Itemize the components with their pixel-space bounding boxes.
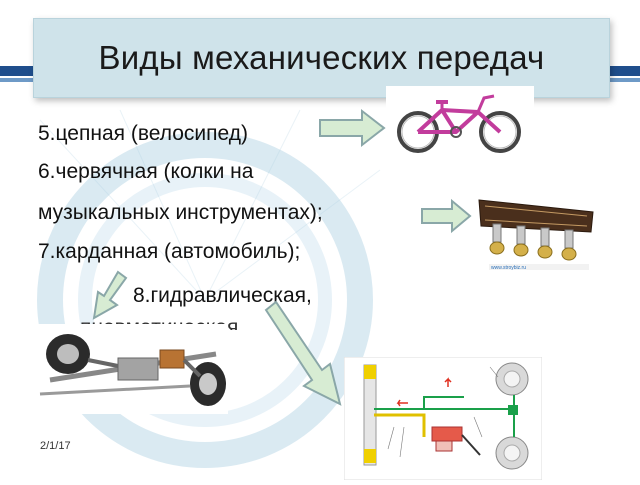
arrow-to-pegs-icon [421, 198, 472, 234]
tuning-pegs-image: www.stroybiz.ru [475, 186, 603, 272]
line-chain: 5.цепная (велосипед) [38, 122, 248, 145]
slide-date: 2/1/17 [40, 440, 71, 452]
line-hydraulic: 8.гидравлическая, [133, 284, 312, 307]
line-worm-cont: музыкальных инструментах); [38, 201, 323, 224]
bicycle-image [386, 86, 534, 158]
svg-text:www.stroybiz.ru: www.stroybiz.ru [491, 265, 526, 271]
car-chassis-image [30, 324, 228, 414]
arrow-to-bicycle-icon [319, 108, 386, 148]
line-cardan: 7.карданная (автомобиль); [38, 240, 301, 263]
title-box: Виды механических передач [33, 18, 610, 98]
arrow-to-brake-diagram-icon [264, 300, 342, 406]
slide-title: Виды механических передач [98, 39, 545, 76]
line-worm: 6.червячная (колки на [38, 160, 254, 183]
arrow-to-chassis-icon [92, 270, 128, 320]
hydraulic-brake-diagram [343, 356, 543, 481]
